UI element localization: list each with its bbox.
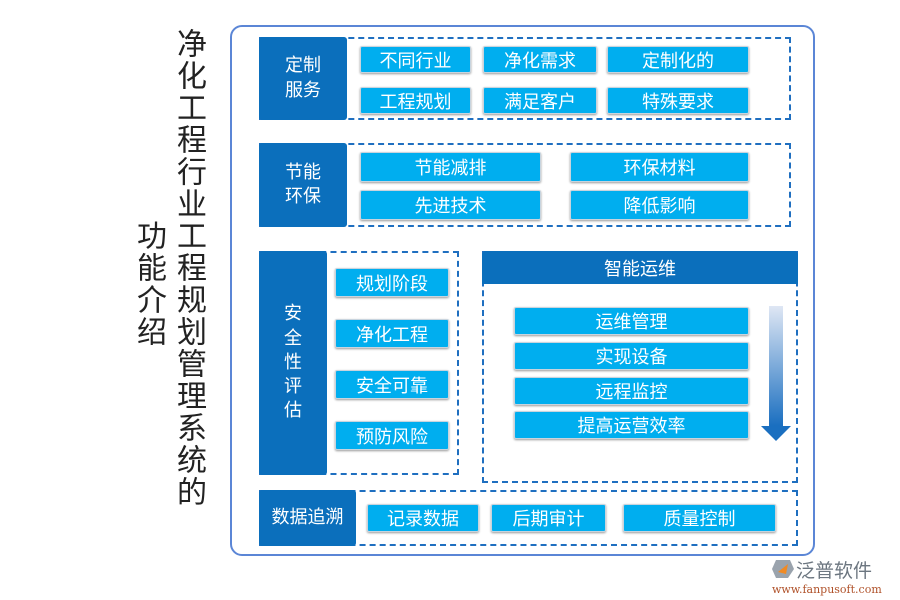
- item-button: 降低影响: [570, 190, 749, 220]
- item-button: 净化工程: [335, 319, 449, 348]
- logo-url: www.fanpusoft.com: [772, 583, 882, 596]
- item-button: 记录数据: [367, 504, 479, 532]
- item-button: 工程规划: [360, 87, 471, 114]
- item-button: 远程监控: [514, 377, 749, 405]
- custom-service-label: 定制 服务: [259, 37, 347, 120]
- down-arrow-icon: [761, 306, 791, 441]
- item-button: 净化需求: [483, 46, 597, 73]
- item-button: 不同行业: [360, 46, 471, 73]
- ops-header: 智能运维: [482, 251, 798, 284]
- eco-label: 节能 环保: [259, 143, 347, 227]
- item-button: 质量控制: [623, 504, 776, 532]
- trace-label: 数据追溯: [259, 490, 356, 546]
- item-button: 节能减排: [360, 152, 541, 182]
- item-button: 安全可靠: [335, 370, 449, 399]
- safety-label: 安 全 性 评 估: [259, 251, 327, 475]
- item-button: 满足客户: [483, 87, 597, 114]
- item-button: 预防风险: [335, 421, 449, 450]
- fanpu-logo: 泛普软件 www.fanpusoft.com: [772, 556, 897, 598]
- outer-frame: [230, 25, 815, 556]
- item-button: 环保材料: [570, 152, 749, 182]
- main-title: 净化工程行业工程规划管理系统的: [171, 28, 206, 508]
- subtitle: 功能介绍: [131, 220, 166, 348]
- item-button: 实现设备: [514, 342, 749, 370]
- item-button: 后期审计: [491, 504, 606, 532]
- item-button: 先进技术: [360, 190, 541, 220]
- item-button: 特殊要求: [607, 87, 749, 114]
- item-button: 规划阶段: [335, 268, 449, 297]
- item-button: 运维管理: [514, 307, 749, 335]
- logo-name: 泛普软件: [796, 560, 873, 582]
- item-button: 提高运营效率: [514, 411, 749, 439]
- item-button: 定制化的: [607, 46, 749, 73]
- logo-icon: [772, 560, 794, 578]
